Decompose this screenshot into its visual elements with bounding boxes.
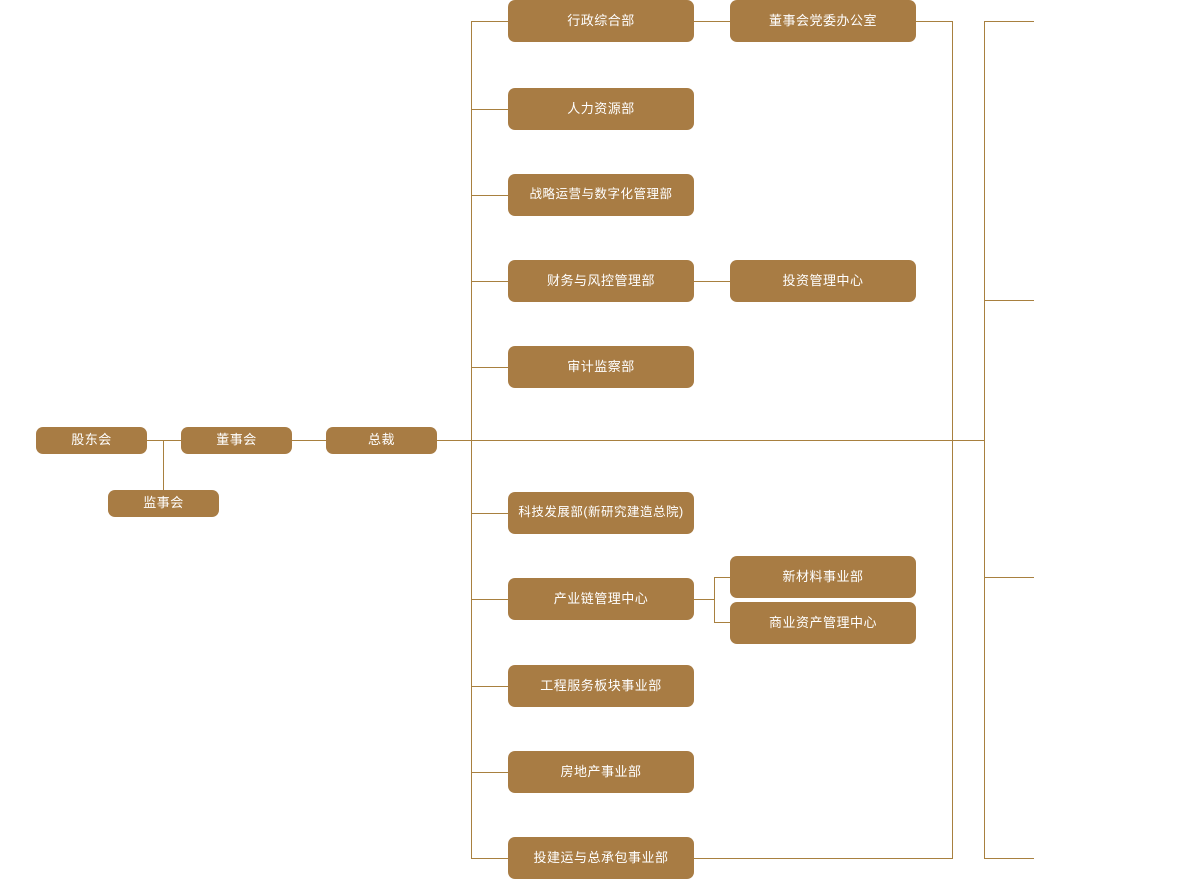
node-board-of-directors[interactable]: 董事会 — [181, 427, 292, 454]
edge-spine-to-finance-risk-dept — [471, 281, 509, 282]
node-label-board-party-office: 董事会党委办公室 — [768, 12, 877, 28]
edge-board-to-president — [292, 440, 327, 441]
outer-bracket-bottom-stub — [984, 858, 1034, 859]
department-spine-vertical — [471, 21, 472, 858]
node-admin-general-dept[interactable]: 行政综合部 — [508, 0, 694, 42]
node-engineering-service-division[interactable]: 工程服务板块事业部 — [508, 665, 694, 707]
node-label-investment-construction-division: 投建运与总承包事业部 — [533, 849, 669, 865]
edge-spine-to-industry-chain-center — [471, 599, 509, 600]
node-label-engineering-service-division: 工程服务板块事业部 — [540, 677, 662, 693]
node-label-president: 总裁 — [367, 432, 395, 448]
edge-industry-chain-to-new-materials — [714, 577, 731, 578]
node-label-shareholders-meeting: 股东会 — [71, 432, 112, 448]
edge-admin-general-to-board-party-office — [694, 21, 731, 22]
node-president[interactable]: 总裁 — [326, 427, 437, 454]
edge-investment-construction-to-inner-bracket — [694, 858, 953, 859]
edge-shareholders-to-supervisory-vertical — [163, 440, 164, 504]
node-tech-development-dept[interactable]: 科技发展部(新研究建造总院) — [508, 492, 694, 534]
node-label-strategy-digital-dept: 战略运营与数字化管理部 — [529, 187, 673, 202]
node-label-tech-development-dept: 科技发展部(新研究建造总院) — [518, 505, 684, 520]
outer-bracket-lower-middle-stub — [984, 577, 1034, 578]
node-shareholders-meeting[interactable]: 股东会 — [36, 427, 147, 454]
node-label-admin-general-dept: 行政综合部 — [567, 12, 635, 28]
edge-board-party-office-to-inner-bracket — [916, 21, 953, 22]
edge-president-main-horizontal — [437, 440, 985, 441]
node-audit-supervision-dept[interactable]: 审计监察部 — [508, 346, 694, 388]
node-label-finance-risk-dept: 财务与风控管理部 — [546, 272, 655, 288]
edge-spine-to-real-estate-division — [471, 772, 509, 773]
node-human-resources-dept[interactable]: 人力资源部 — [508, 88, 694, 130]
node-label-audit-supervision-dept: 审计监察部 — [567, 358, 635, 374]
node-label-human-resources-dept: 人力资源部 — [567, 100, 635, 116]
edge-spine-to-admin-general-dept — [471, 21, 509, 22]
node-label-supervisory-board: 监事会 — [143, 495, 184, 511]
edge-spine-to-audit-supervision-dept — [471, 367, 509, 368]
outer-right-bracket-vertical — [984, 21, 985, 859]
edge-industry-chain-to-commercial-asset — [714, 622, 731, 623]
node-label-real-estate-division: 房地产事业部 — [560, 763, 642, 779]
edge-shareholders-to-board — [147, 440, 182, 441]
node-finance-risk-dept[interactable]: 财务与风控管理部 — [508, 260, 694, 302]
outer-bracket-upper-middle-stub — [984, 300, 1034, 301]
edge-spine-to-tech-development-dept — [471, 513, 509, 514]
node-label-commercial-asset-center: 商业资产管理中心 — [768, 614, 877, 630]
edge-spine-to-human-resources-dept — [471, 109, 509, 110]
edge-spine-to-investment-construction-division — [471, 858, 509, 859]
node-label-industry-chain-center: 产业链管理中心 — [553, 590, 649, 606]
outer-bracket-top-stub — [984, 21, 1034, 22]
node-supervisory-board[interactable]: 监事会 — [108, 490, 219, 517]
edge-spine-to-strategy-digital-dept — [471, 195, 509, 196]
node-new-materials-division[interactable]: 新材料事业部 — [730, 556, 916, 598]
node-label-investment-center: 投资管理中心 — [782, 272, 864, 288]
node-real-estate-division[interactable]: 房地产事业部 — [508, 751, 694, 793]
node-strategy-digital-dept[interactable]: 战略运营与数字化管理部 — [508, 174, 694, 216]
node-board-party-office[interactable]: 董事会党委办公室 — [730, 0, 916, 42]
node-investment-construction-division[interactable]: 投建运与总承包事业部 — [508, 837, 694, 879]
edge-industry-chain-stub — [694, 599, 714, 600]
node-label-board-of-directors: 董事会 — [216, 432, 257, 448]
node-label-new-materials-division: 新材料事业部 — [782, 568, 864, 584]
node-commercial-asset-center[interactable]: 商业资产管理中心 — [730, 602, 916, 644]
node-industry-chain-center[interactable]: 产业链管理中心 — [508, 578, 694, 620]
node-investment-center[interactable]: 投资管理中心 — [730, 260, 916, 302]
inner-right-bracket-vertical — [952, 21, 953, 859]
edge-spine-to-engineering-service-division — [471, 686, 509, 687]
edge-finance-risk-to-investment-center — [694, 281, 731, 282]
edge-industry-chain-branch-vertical — [714, 577, 715, 622]
